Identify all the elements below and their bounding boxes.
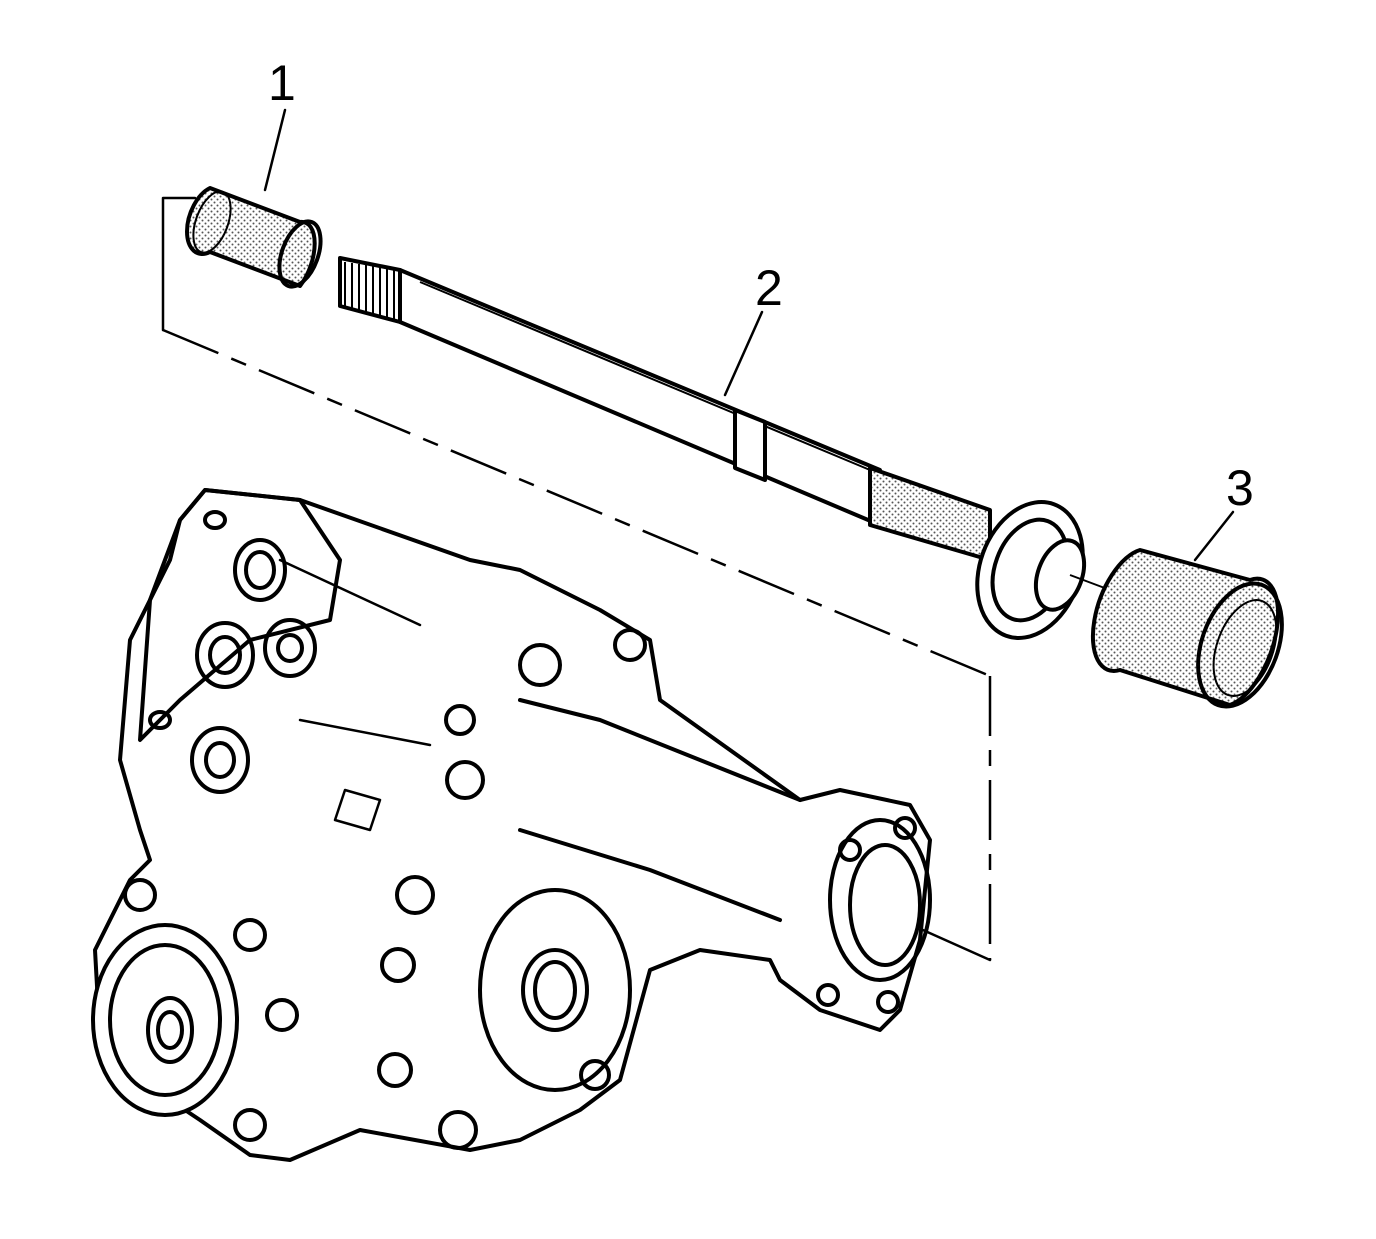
callout-label-2: 2: [755, 260, 783, 316]
installer-tool-3: [1090, 548, 1284, 709]
transfer-case-housing: [91, 488, 932, 1162]
sleeve-tool-1: [185, 186, 323, 289]
output-shaft-2: [338, 256, 1111, 640]
callout-label-3: 3: [1226, 460, 1254, 516]
leader-lines: [263, 108, 1235, 562]
callout-label-1: 1: [268, 55, 296, 111]
